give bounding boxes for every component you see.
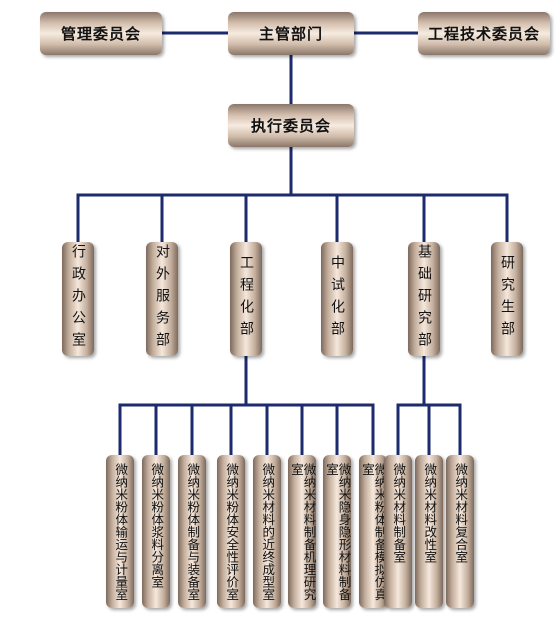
management-committee-box: 管理委员会 bbox=[40, 12, 162, 55]
dept-label: 行政办公室 bbox=[70, 244, 86, 354]
lab-label: 微纳米材料制备机理研究室 bbox=[289, 463, 317, 601]
lab-label: 微纳米材料的近终成型室 bbox=[260, 463, 276, 601]
lab-label: 微纳米粉体输运与计量室 bbox=[113, 463, 129, 601]
executive-committee-box: 执行委员会 bbox=[228, 104, 354, 147]
dept-graduate: 研究生部 bbox=[491, 242, 523, 356]
lab-label: 微纳米粉体安全性评价室 bbox=[224, 463, 240, 601]
dept-label: 研究生部 bbox=[499, 255, 515, 343]
lab-label: 微纳米材料改性室 bbox=[422, 463, 438, 563]
dept-label: 基础研究部 bbox=[416, 244, 432, 354]
eng-lab-7: 微纳米隐身隐形材料制备室 bbox=[323, 455, 352, 608]
lab-label: 微纳米粉体制备与装备室 bbox=[185, 463, 201, 601]
dept-label: 中试化部 bbox=[329, 255, 345, 343]
lab-label: 微纳米材料复合室 bbox=[453, 463, 469, 563]
dept-label: 工程化部 bbox=[238, 255, 254, 343]
eng-lab-6: 微纳米材料制备机理研究室 bbox=[288, 455, 317, 608]
res-lab-3: 微纳米材料复合室 bbox=[446, 455, 474, 608]
dept-external-services: 对外服务部 bbox=[146, 242, 178, 356]
lab-label: 微纳米粉体浆料分离室 bbox=[149, 463, 165, 588]
supervising-department-box: 主管部门 bbox=[228, 12, 354, 55]
res-lab-2: 微纳米材料改性室 bbox=[415, 455, 443, 608]
dept-engineering: 工程化部 bbox=[230, 242, 262, 356]
engineering-technology-committee-box: 工程技术委员会 bbox=[418, 12, 550, 55]
dept-pilot-scale: 中试化部 bbox=[321, 242, 353, 356]
eng-lab-8: 微纳米粉体制备模拟仿真室 bbox=[359, 455, 388, 608]
dept-admin-office: 行政办公室 bbox=[62, 242, 94, 356]
dept-basic-research: 基础研究部 bbox=[408, 242, 440, 356]
eng-lab-3: 微纳米粉体制备与装备室 bbox=[178, 455, 206, 608]
lab-label: 微纳米材料制备室 bbox=[391, 463, 407, 563]
lab-label: 微纳米粉体制备模拟仿真室 bbox=[360, 463, 388, 601]
eng-lab-1: 微纳米粉体输运与计量室 bbox=[106, 455, 134, 608]
eng-lab-2: 微纳米粉体浆料分离室 bbox=[142, 455, 170, 608]
eng-lab-4: 微纳米粉体安全性评价室 bbox=[217, 455, 245, 608]
lab-label: 微纳米隐身隐形材料制备室 bbox=[324, 463, 352, 601]
dept-label: 对外服务部 bbox=[154, 244, 170, 354]
res-lab-1: 微纳米材料制备室 bbox=[384, 455, 412, 608]
eng-lab-5: 微纳米材料的近终成型室 bbox=[253, 455, 281, 608]
